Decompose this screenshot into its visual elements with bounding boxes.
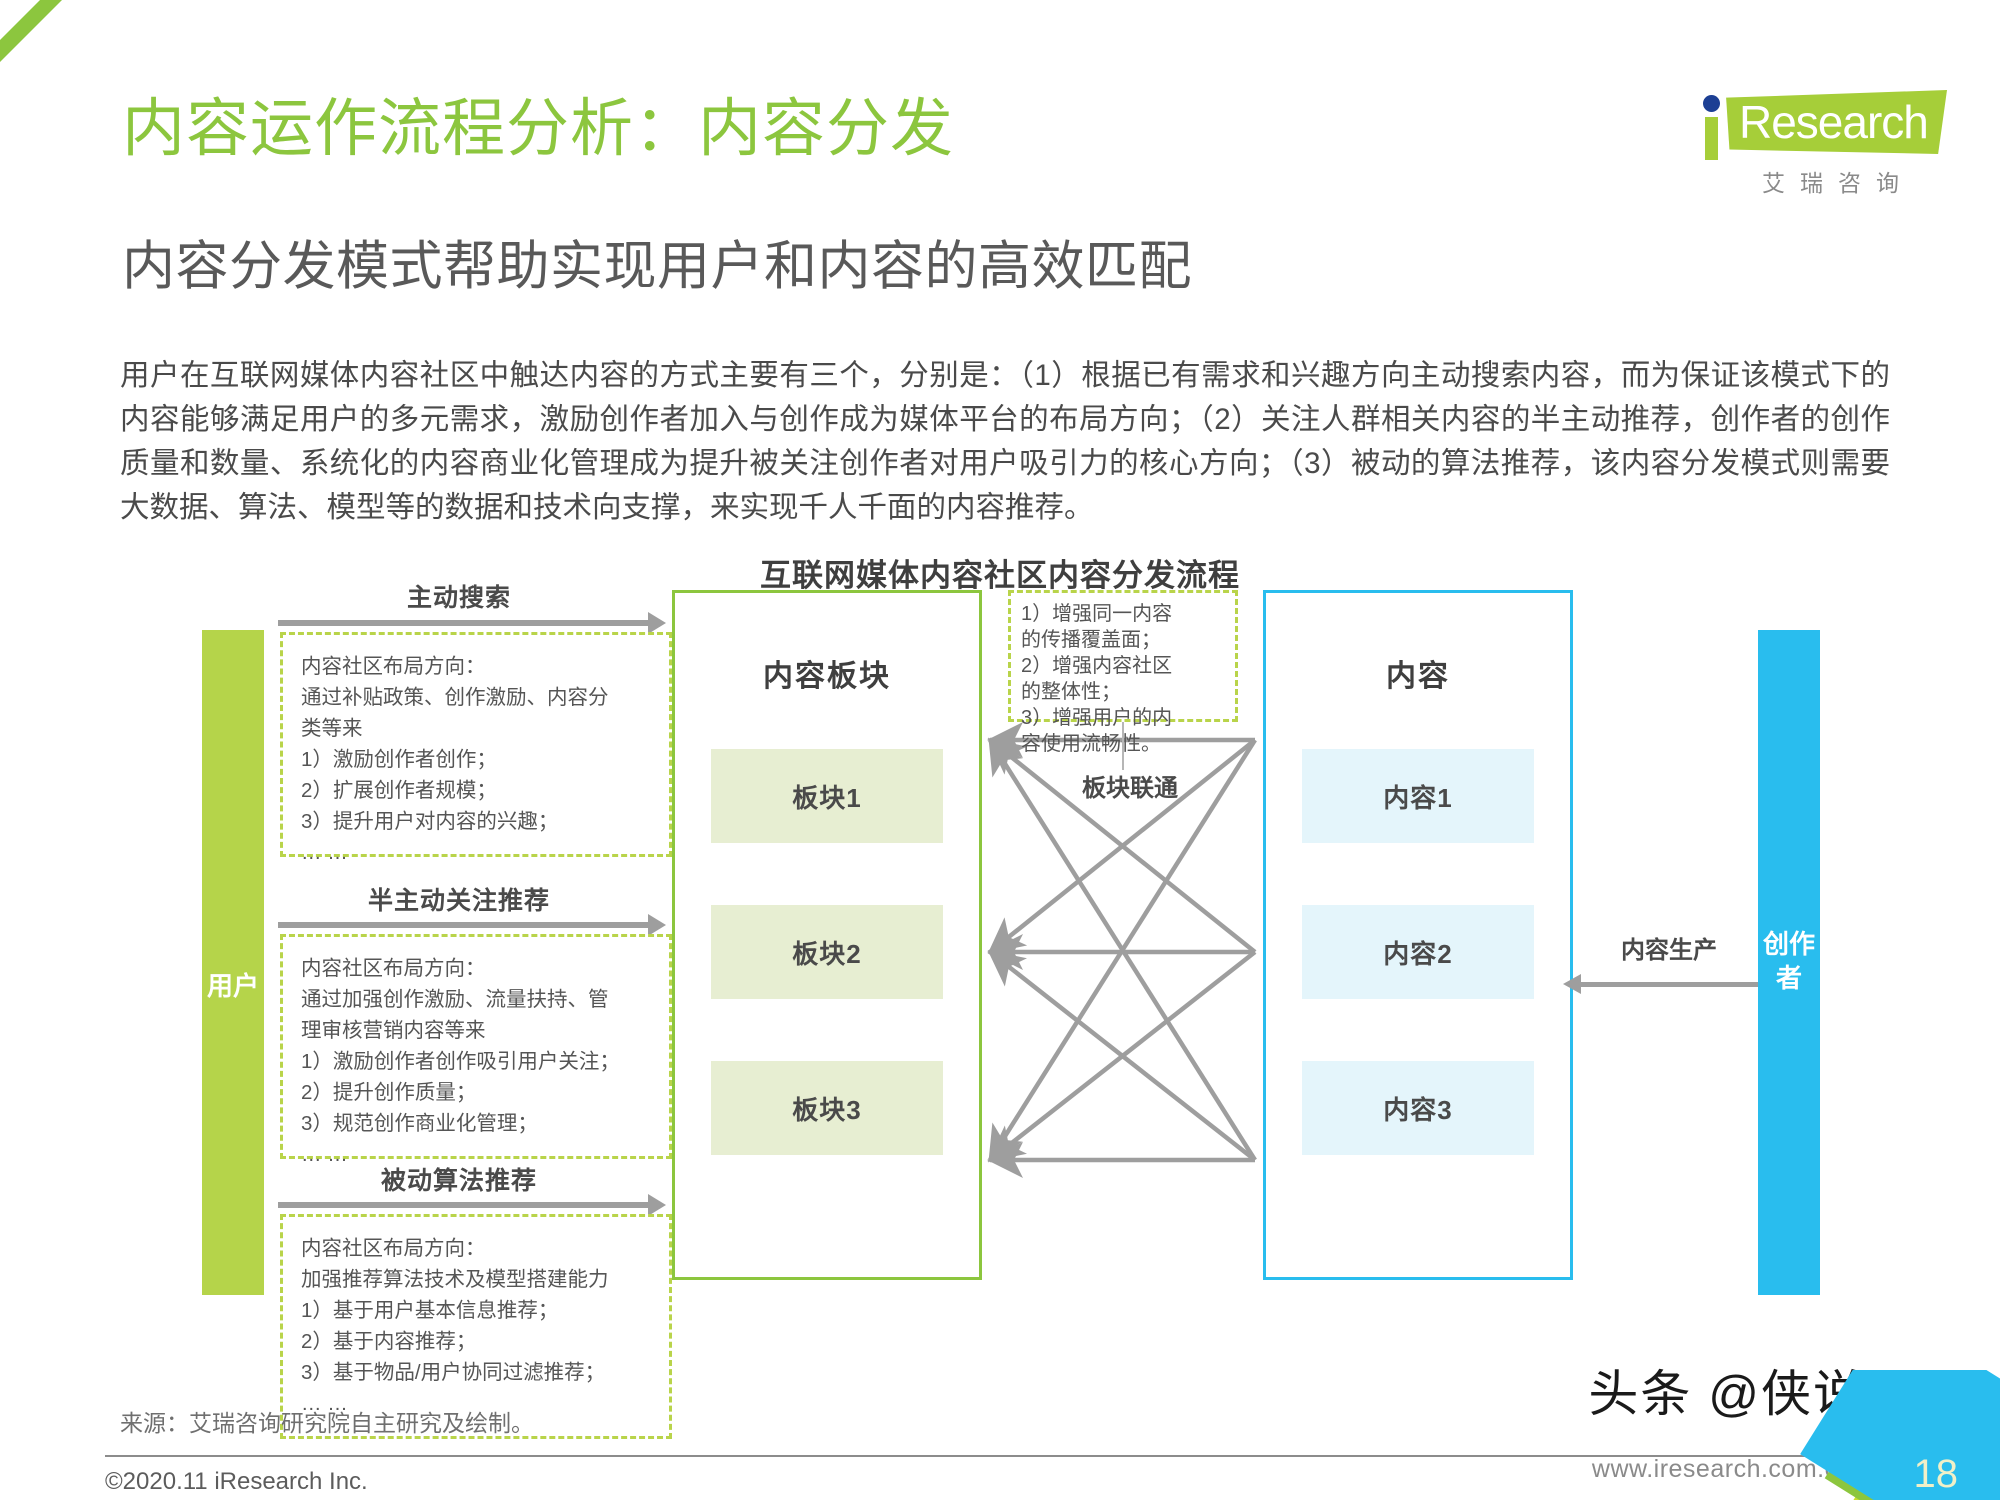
flow-box-line: 3）规范创作商业化管理；	[301, 1112, 538, 1135]
flow-label-semi-active-follow: 半主动关注推荐	[367, 887, 550, 915]
flow-box-active-search: 内容社区布局方向： 通过补贴政策、创作激励、内容分 类等来 1）激励创作者创作；…	[280, 632, 672, 864]
flow-box-line: 加强推荐算法技术及模型搭建能力	[301, 1268, 609, 1291]
flow-box-line: 内容社区布局方向：	[301, 655, 486, 678]
logo-mark: Research	[1697, 84, 1947, 160]
content-panel-cell-1[interactable]: 内容1	[1302, 749, 1534, 843]
page-number: 18	[1913, 1452, 1959, 1496]
footer-divider	[105, 1455, 1895, 1457]
body-paragraph: 用户在互联网媒体内容社区中触达内容的方式主要有三个，分别是：（1）根据已有需求和…	[120, 359, 1890, 524]
flow-arrow-semi-active-follow	[278, 914, 666, 936]
flow-box-semi-active-follow: 内容社区布局方向： 通过加强创作激励、流量扶持、管 理审核营销内容等来 1）激励…	[280, 934, 672, 1166]
content-section-cell-2[interactable]: 板块2	[711, 905, 943, 999]
logo-chinese-name: 艾瑞咨询	[1762, 170, 1914, 196]
logo-i-stem-icon	[1705, 117, 1718, 160]
content-section-panel: 内容板块 板块1 板块2 板块3	[672, 590, 982, 1280]
flow-box-line: 2）基于内容推荐；	[301, 1330, 477, 1353]
production-arrow	[1563, 974, 1758, 994]
flow-box-line: 内容社区布局方向：	[301, 957, 486, 980]
linkage-note-line: 容使用流畅性。	[1021, 733, 1161, 755]
content-section-title: 内容板块	[763, 660, 891, 693]
content-section-cell-1[interactable]: 板块1	[711, 749, 943, 843]
content-panel-cell-2[interactable]: 内容2	[1302, 905, 1534, 999]
corner-decoration-bottom-right	[1760, 1370, 2000, 1500]
linkage-note-connector	[1122, 722, 1124, 770]
linkage-note-line: 2）增强内容社区	[1021, 655, 1173, 677]
production-label: 内容生产	[1621, 937, 1717, 964]
corner-decoration-top-left-inner	[0, 0, 40, 40]
flow-box-line: 1）激励创作者创作吸引用户关注；	[301, 1050, 620, 1073]
copyright-text: ©2020.11 iResearch Inc.	[105, 1468, 368, 1495]
flow-box-line: 内容社区布局方向：	[301, 1237, 486, 1260]
logo-quad-shape	[1726, 90, 1947, 154]
flow-arrow-passive-algorithm	[278, 1194, 666, 1216]
content-panel-cell-3[interactable]: 内容3	[1302, 1061, 1534, 1155]
watermark-text: 头条 @侠说	[1588, 1366, 1865, 1422]
linkage-note-box: 1）增强同一内容 的传播覆盖面； 2）增强内容社区 的整体性； 3）增强用户的内…	[1008, 590, 1238, 755]
flow-box-line: 1）激励创作者创作；	[301, 748, 497, 771]
flow-box-line: 通过补贴政策、创作激励、内容分	[301, 686, 609, 709]
linkage-note-line: 1）增强同一内容	[1021, 603, 1173, 625]
linkage-note-line: 的传播覆盖面；	[1021, 629, 1161, 651]
iresearch-logo: Research 艾瑞咨询	[1697, 84, 1952, 199]
flow-box-line: … …	[301, 1392, 348, 1415]
flow-box-line: 3）基于物品/用户协同过滤推荐；	[301, 1361, 606, 1384]
logo-i-dot-icon	[1703, 95, 1720, 112]
flow-box-line: 2）提升创作质量；	[301, 1081, 477, 1104]
flow-box-line: 理审核营销内容等来	[301, 1019, 486, 1042]
page-subtitle: 内容分发模式帮助实现用户和内容的高效匹配	[122, 237, 1192, 296]
logo-wordmark: Research	[1739, 96, 1929, 148]
flow-box-line: 1）基于用户基本信息推荐；	[301, 1299, 559, 1322]
linkage-note-line: 的整体性；	[1021, 681, 1121, 703]
diagram-title: 互联网媒体内容社区内容分发流程	[760, 558, 1240, 593]
user-bar-label: 用户	[206, 971, 259, 1001]
creator-bar-label: 创作者	[1762, 929, 1815, 993]
flow-label-active-search: 主动搜索	[406, 584, 511, 612]
flow-label-passive-algorithm: 被动算法推荐	[380, 1167, 537, 1195]
flow-box-line: 类等来	[301, 717, 363, 740]
content-section-cell-3[interactable]: 板块3	[711, 1061, 943, 1155]
flow-diagram: 用户 创作者 主动搜索 内容社区布局方向： 通过补贴政策、创作激励、内容分 类等…	[0, 584, 2000, 1440]
flow-box-line: 2）扩展创作者规模；	[301, 779, 497, 802]
creator-bar: 创作者	[1758, 630, 1820, 1295]
flow-box-passive-algorithm: 内容社区布局方向： 加强推荐算法技术及模型搭建能力 1）基于用户基本信息推荐； …	[280, 1214, 672, 1439]
flow-box-line: 3）提升用户对内容的兴趣；	[301, 810, 559, 833]
flow-arrow-active-search	[278, 612, 666, 634]
flow-box-line: … …	[301, 1143, 348, 1166]
linkage-label: 板块联通	[1082, 775, 1178, 802]
linkage-note-line: 3）增强用户的内	[1021, 707, 1173, 729]
flow-box-line: … …	[301, 841, 348, 864]
content-panel-title: 内容	[1386, 660, 1450, 693]
content-panel: 内容 内容1 内容2 内容3	[1263, 590, 1573, 1280]
user-bar: 用户	[202, 630, 264, 1295]
flow-box-line: 通过加强创作激励、流量扶持、管	[301, 988, 609, 1011]
source-note: 来源：艾瑞咨询研究院自主研究及绘制。	[120, 1410, 534, 1436]
page-title: 内容运作流程分析：内容分发	[122, 94, 954, 164]
